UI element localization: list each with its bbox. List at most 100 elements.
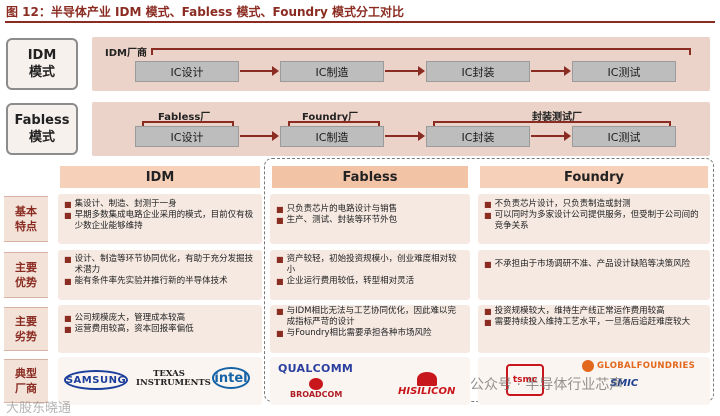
smic-logo: SMIC: [610, 378, 639, 389]
idm-arrow-2-head: [418, 66, 425, 76]
fabless-step-manufacturing: IC制造: [280, 126, 384, 147]
watermark-left: 大股东晓通: [6, 401, 72, 416]
hisilicon-logo: HISILICON: [398, 372, 455, 397]
texas-instruments-logo: TEXAS INSTRUMENTS: [136, 370, 211, 388]
column-header-fabless: Fabless: [272, 166, 468, 188]
list-item: ■不负责芯片设计，只负责制造或封测: [484, 199, 631, 209]
idm-step-manufacturing: IC制造: [280, 61, 384, 82]
list-item: ■公司规模庞大，管理成本较高: [64, 313, 186, 323]
row-label-typical-vendors: 典型 厂商: [4, 359, 48, 403]
cell-fabless-features-content: ■只负责芯片的电路设计与销售 ■生产、测试、封装等环节外包: [276, 204, 466, 226]
list-item: ■生产、测试、封装等环节外包: [276, 215, 398, 225]
fabless-arrow-1-line: [240, 135, 272, 137]
bullet-text: 不承担由于市场调研不准、产品设计缺陷等决策风险: [494, 259, 691, 269]
tsmc-logo-text: tsmc: [512, 375, 538, 385]
bullet-text: 运营费用较高，资本回报率偏低: [74, 324, 194, 334]
bullet-text: 企业运行费用较低，转型相对灵活: [286, 276, 415, 286]
bullet-text: 投资规模较大，维持生产线正常运作费用较高: [494, 306, 665, 316]
column-header-idm: IDM: [60, 166, 260, 188]
list-item: ■只负责芯片的电路设计与销售: [276, 204, 398, 214]
bullet-text: 只负责芯片的电路设计与销售: [286, 204, 398, 214]
cell-foundry-disadvantages: [478, 305, 710, 353]
row-label-main-disadvantages: 主要 劣势: [4, 307, 48, 351]
cell-idm-advantages-content: ■设计、制造等环节协同优化，有助于充分发掘技术潜力 ■能有条件率先实验并推行新的…: [64, 254, 262, 287]
fabless-step-testing: IC测试: [572, 126, 676, 147]
cell-fabless-advantages: [270, 250, 470, 300]
cell-fabless-disadvantages: [270, 305, 470, 353]
list-item: ■需要持续投入维持工艺水平，一旦落后追赶难度较大: [484, 317, 706, 328]
cell-idm-advantages: [58, 250, 262, 300]
fabless-vendor-bracket: [142, 121, 234, 128]
list-item: ■与IDM相比无法与工艺协同优化，因此难以完成指标严苛的设计: [276, 306, 466, 328]
foundry-vendor-bracket: [288, 121, 380, 128]
cell-foundry-advantages-content: ■不承担由于市场调研不准、产品设计缺陷等决策风险: [484, 259, 706, 270]
bullet-text: 需要持续投入维持工艺水平，一旦落后追赶难度较大: [494, 317, 691, 327]
broadcom-logo: BROADCOM: [290, 378, 342, 399]
tsmc-logo: tsmc: [506, 364, 544, 396]
fabless-arrow-3-line: [531, 135, 564, 137]
title-divider: [5, 21, 715, 23]
cell-idm-disadvantages: [58, 305, 262, 353]
idm-arrow-3-head: [564, 66, 571, 76]
idm-arrow-1-line: [240, 70, 272, 72]
intel-logo: intel: [212, 367, 250, 389]
cell-fabless-features: [270, 194, 470, 244]
fabless-arrow-3-head: [564, 131, 571, 141]
fabless-arrow-2-line: [385, 135, 418, 137]
osat-vendor-bracket: [433, 121, 671, 128]
column-header-foundry: Foundry: [480, 166, 708, 188]
fabless-arrow-1-head: [272, 131, 279, 141]
globalfoundries-logo: GLOBALFOUNDRIES: [582, 360, 695, 372]
list-item: ■可以同时为多家设计公司提供服务，但受制于公司间的竞争关系: [484, 210, 699, 231]
globalfoundries-mark-icon: [582, 360, 594, 372]
idm-vendor-label: IDM厂商: [105, 48, 147, 59]
bullet-text: 资产较轻，初始投资规模小，创业难度相对较小: [286, 254, 457, 275]
broadcom-logo-text: BROADCOM: [290, 390, 343, 399]
bullet-text: 生产、测试、封装等环节外包: [286, 215, 398, 225]
list-item: ■运营费用较高，资本回报率偏低: [64, 324, 194, 334]
fabless-step-design: IC设计: [135, 126, 239, 147]
broadcom-mark-icon: [309, 378, 324, 390]
cell-fabless-disadvantages-content: ■与IDM相比无法与工艺协同优化，因此难以完成指标严苛的设计 ■与Foundry…: [276, 306, 466, 339]
fabless-step-packaging: IC封装: [426, 126, 530, 147]
cell-foundry-features-content: ■不负责芯片设计，只负责制造或封测 ■可以同时为多家设计公司提供服务，但受制于公…: [484, 199, 706, 232]
cell-foundry-features: [478, 194, 710, 244]
bullet-text: 能有条件率先实验并推行新的半导体技术: [74, 276, 228, 286]
fabless-mode-label: Fabless 模式: [6, 103, 78, 155]
samsung-logo: SAMSUNG: [64, 370, 128, 390]
idm-arrow-1-head: [272, 66, 279, 76]
cell-foundry-disadvantages-content: ■投资规模较大，维持生产线正常运作费用较高 ■需要持续投入维持工艺水平，一旦落后…: [484, 306, 706, 328]
intel-logo-text: intel: [214, 370, 248, 386]
bullet-text: 可以同时为多家设计公司提供服务，但受制于公司间的竞争关系: [494, 210, 699, 231]
idm-step-testing: IC测试: [572, 61, 676, 82]
samsung-logo-text: SAMSUNG: [65, 374, 127, 386]
idm-arrow-2-line: [385, 70, 418, 72]
cell-fabless-advantages-content: ■资产较轻，初始投资规模小，创业难度相对较小 ■企业运行费用较低，转型相对灵活: [276, 254, 466, 287]
osat-vendor-label: 封装测试厂: [532, 112, 582, 123]
list-item: ■集设计、制造、封测于一身: [64, 199, 177, 209]
list-item: ■企业运行费用较低，转型相对灵活: [276, 276, 415, 286]
watermark-right: 公众号 · 半导体行业芯声: [470, 377, 624, 393]
cell-idm-features-content: ■集设计、制造、封测于一身 ■早期多数集成电路企业采用的模式，目前仅有极少数企业…: [64, 199, 262, 232]
hisilicon-mark-icon: [416, 372, 437, 386]
fabless-arrow-2-head: [418, 131, 425, 141]
hisilicon-logo-text: HISILICON: [398, 386, 456, 397]
list-item: ■与Foundry相比需要承担各种市场风险: [276, 328, 432, 338]
bullet-text: 公司规模庞大，管理成本较高: [74, 313, 186, 323]
list-item: ■投资规模较大，维持生产线正常运作费用较高: [484, 306, 665, 316]
idm-mode-label: IDM 模式: [6, 38, 78, 90]
idm-step-packaging: IC封装: [426, 61, 530, 82]
bullet-text: 与Foundry相比需要承担各种市场风险: [286, 328, 432, 338]
cell-idm-disadvantages-content: ■公司规模庞大，管理成本较高 ■运营费用较高，资本回报率偏低: [64, 313, 262, 335]
foundry-vendor-label: Foundry厂: [302, 112, 359, 123]
idm-step-design: IC设计: [135, 61, 239, 82]
figure-title: 图 12：半导体产业 IDM 模式、Fabless 模式、Foundry 模式分…: [6, 5, 405, 19]
fabless-vendor-label: Fabless厂: [158, 112, 211, 123]
list-item: ■早期多数集成电路企业采用的模式，目前仅有极少数企业能够维持: [64, 210, 254, 231]
bullet-text: 早期多数集成电路企业采用的模式，目前仅有极少数企业能够维持: [74, 210, 254, 231]
idm-vendor-bracket: [151, 48, 691, 55]
list-item: ■资产较轻，初始投资规模小，创业难度相对较小: [276, 254, 466, 276]
ti-logo-text: TEXAS INSTRUMENTS: [136, 369, 211, 388]
cell-fabless-vendors: [270, 357, 470, 405]
bullet-text: 与IDM相比无法与工艺协同优化，因此难以完成指标严苛的设计: [286, 306, 456, 327]
